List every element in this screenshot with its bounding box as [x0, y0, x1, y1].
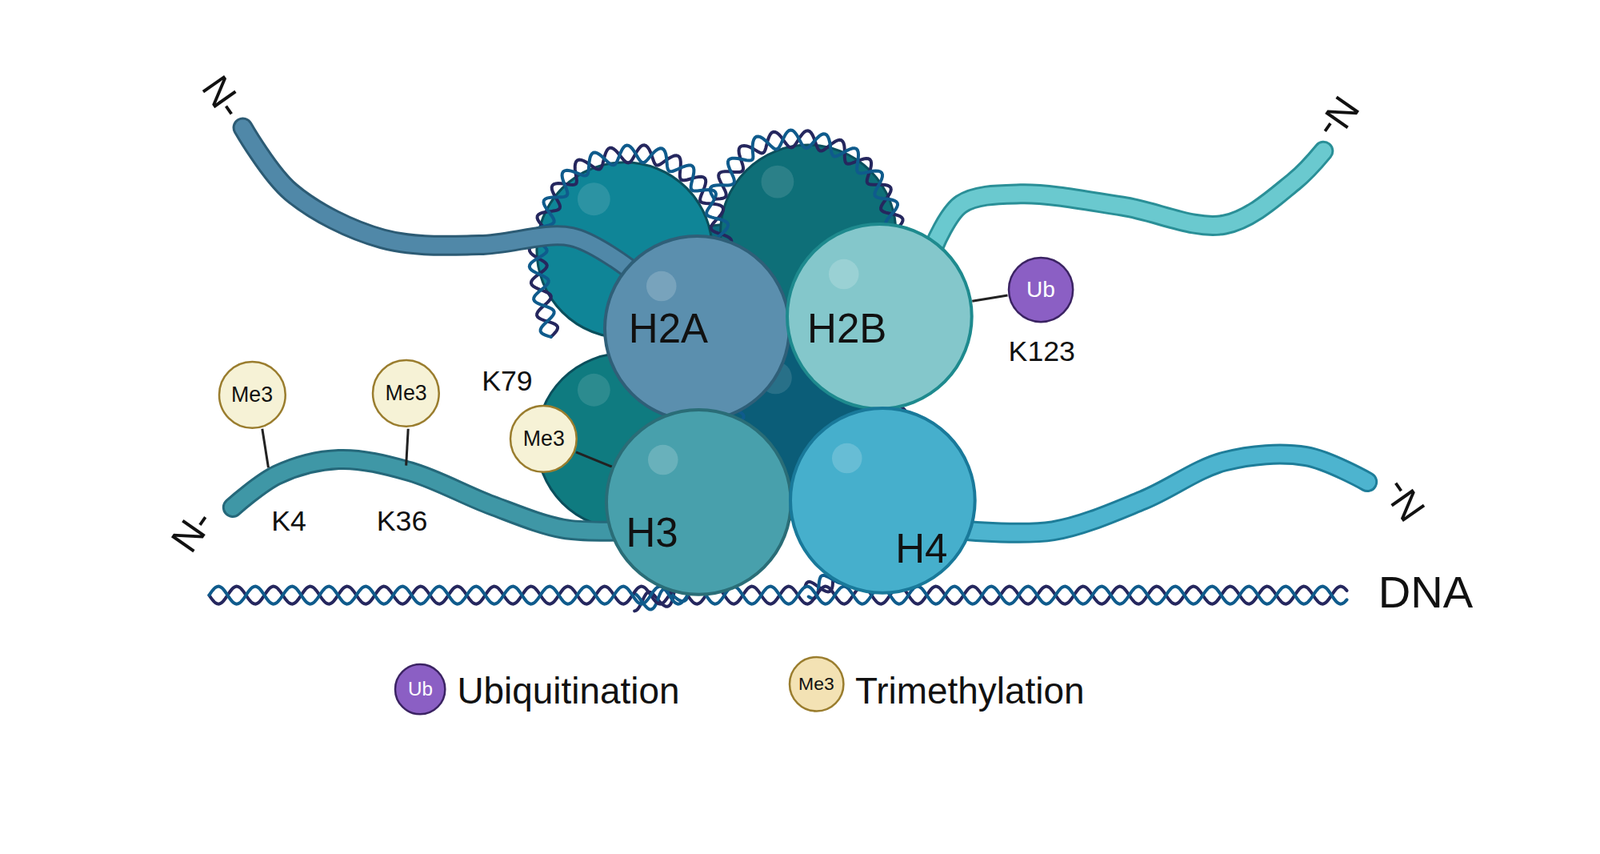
histone-h4: H4	[788, 406, 977, 595]
residue-label: K79	[481, 367, 533, 396]
node-label: Me3	[385, 382, 428, 404]
sphere-highlight	[646, 271, 677, 302]
dna-label: DNA	[1378, 569, 1473, 615]
leader-line	[406, 428, 409, 466]
leader-line	[262, 428, 269, 468]
legend-ubiquitin-sample: Ub	[393, 662, 447, 716]
node-circle	[219, 361, 286, 428]
trimethyl-mark: Me3	[508, 404, 579, 474]
node-circle	[510, 405, 577, 472]
node-circle	[787, 224, 972, 409]
trimethyl-mark: Me3	[217, 360, 288, 430]
node-outline	[604, 408, 793, 596]
sphere-highlight	[648, 444, 679, 476]
histone-h2b: H2B	[785, 222, 974, 411]
residue-label: K4	[271, 507, 307, 536]
node-label: H4	[895, 528, 948, 570]
residue-label: K123	[1008, 337, 1076, 367]
node-circle	[372, 360, 440, 427]
histone-tail	[969, 454, 1368, 533]
dna-double-helix	[208, 586, 1347, 604]
node-outline	[788, 406, 977, 595]
histone-tail	[243, 127, 628, 268]
terminus-label: N-	[1376, 472, 1432, 528]
node-circle	[395, 664, 445, 714]
sphere-highlight	[577, 182, 611, 216]
histone-h3: H3	[604, 408, 793, 596]
histone-tail-outline	[243, 127, 628, 268]
histone-tail-outline	[933, 151, 1324, 248]
sphere-highlight	[832, 442, 863, 473]
node-circle	[1008, 257, 1073, 322]
terminus-label: N-	[164, 502, 220, 559]
histone-h2a: H2A	[603, 234, 792, 423]
connector-line	[576, 452, 612, 467]
histone-tail-outline	[969, 454, 1368, 533]
legend-trimethyl-sample: Me3	[788, 655, 845, 712]
node-circle	[604, 236, 790, 421]
node-label: H3	[625, 512, 678, 553]
terminus-label: N-	[1311, 89, 1367, 146]
trimethyl-mark: Me3	[371, 358, 441, 428]
residue-label: K36	[376, 507, 428, 536]
node-label: H2A	[628, 308, 708, 349]
legend-text: Ubiquitination	[456, 672, 680, 710]
histone-tail	[933, 151, 1324, 248]
node-label: H2B	[807, 308, 887, 349]
node-label: Ub	[408, 679, 433, 699]
node-label: Me3	[798, 674, 835, 693]
legend-text: Trimethylation	[855, 672, 1085, 710]
node-label: Me3	[523, 428, 565, 450]
sphere-highlight	[577, 373, 611, 407]
node-label: Me3	[231, 384, 273, 406]
node-circle	[606, 409, 792, 595]
dna-double-helix	[208, 586, 1347, 604]
terminus-label: N-	[196, 68, 252, 125]
connector-line	[972, 295, 1008, 301]
sphere-highlight	[761, 165, 795, 199]
node-circle	[790, 408, 976, 593]
node-label: Ub	[1026, 278, 1056, 301]
sphere-highlight	[828, 259, 860, 290]
node-circle	[789, 656, 844, 711]
ubiquitin-mark: Ub	[1007, 256, 1075, 324]
